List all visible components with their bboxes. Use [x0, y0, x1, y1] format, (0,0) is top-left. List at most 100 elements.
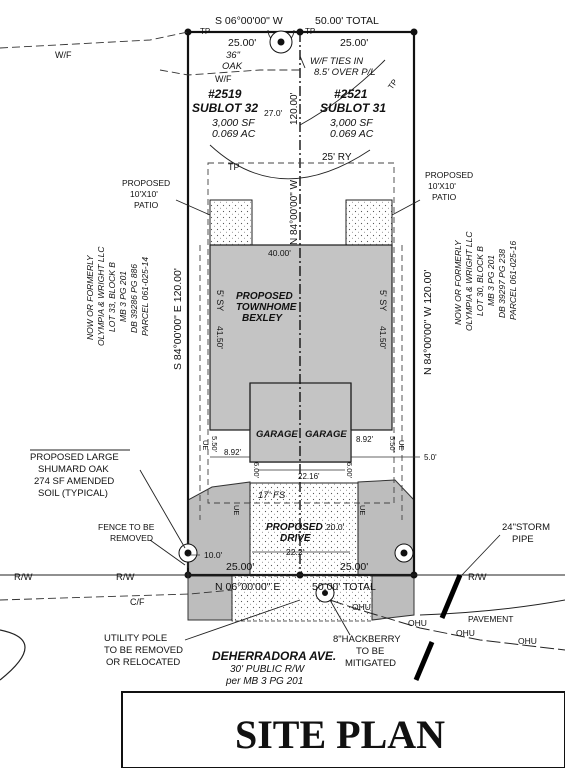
- tree-symbols: [178, 30, 414, 603]
- lot-31-address: #2521: [334, 87, 368, 101]
- lot-31-labels: #2521 SUBLOT 31 3,000 SF 0.069 AC: [320, 87, 386, 140]
- sy-right: 5' SY: [378, 290, 388, 311]
- pavement-label: PAVEMENT: [468, 614, 514, 624]
- townhome-line-3: BEXLEY: [242, 313, 283, 324]
- lot-32-labels: #2519 SUBLOT 32 3,000 SF 0.069 AC: [192, 87, 258, 140]
- patio-right: [345, 199, 393, 246]
- ue-left: UE: [201, 440, 210, 450]
- oak-size: 36": [226, 50, 241, 61]
- lot-31-area-sf: 3,000 SF: [330, 117, 373, 129]
- ue-drive-right: UE: [358, 505, 367, 515]
- storm-1: 24"STORM: [502, 522, 550, 533]
- dimension-lines: [188, 456, 420, 556]
- depth-right: 41.50': [378, 326, 388, 349]
- lot-32-area-sf: 3,000 SF: [212, 117, 255, 129]
- setback-lines: [199, 162, 403, 520]
- pole-label: UTILITY POLE TO BE REMOVED OR RELOCATED: [104, 633, 183, 668]
- owner-left-2: OLYMPIA & WRIGHT LLC: [96, 246, 106, 346]
- ohu-2: OHU: [408, 618, 427, 628]
- street-mb: per MB 3 PG 201: [225, 676, 303, 687]
- north-bearing: S 06°00'00" W: [215, 15, 283, 27]
- pole-3: OR RELOCATED: [106, 657, 180, 668]
- center-bearing: N 84°00'00" W: [289, 179, 300, 245]
- owner-right-3: LOT 30, BLOCK B: [475, 246, 485, 316]
- townhome-line-1: PROPOSED: [236, 291, 293, 302]
- center-line-labels: 120.00' N 84°00'00" W: [289, 92, 300, 245]
- hackberry-2: TO BE: [356, 646, 384, 657]
- lot-boundaries: [184, 28, 418, 579]
- patio-left-line-3: PATIO: [134, 200, 159, 210]
- street-name: DEHERRADORA AVE.: [212, 649, 336, 663]
- rw-1: R/W: [14, 572, 33, 583]
- patio-right-line-3: PATIO: [432, 192, 457, 202]
- owner-left-label: NOW OR FORMERLY OLYMPIA & WRIGHT LLC LOT…: [85, 246, 150, 346]
- fence-2: REMOVED: [110, 533, 153, 543]
- lot-32-sublot: SUBLOT 32: [192, 101, 258, 115]
- wf-ties-2: 8.5' OVER P/L: [314, 67, 375, 78]
- south-total: 50.00' TOTAL: [312, 581, 376, 593]
- garage-right: GARAGE: [305, 429, 347, 440]
- west-bearing: S 84°00'00" E 120.00': [172, 268, 184, 370]
- ohu-3: OHU: [456, 628, 475, 638]
- garage-depth-right: 6.00': [345, 462, 354, 479]
- south-line-labels: 25.00' 25.00' N 06°00'00" E 50.00' TOTAL: [215, 561, 376, 593]
- patio-left-label: PROPOSED 10'X10' PATIO: [122, 178, 170, 210]
- ue-width-right: 5.50': [388, 436, 397, 453]
- owner-left-1: NOW OR FORMERLY: [85, 254, 95, 340]
- tp-arc-label: TP: [228, 162, 240, 172]
- owner-right-label: NOW OR FORMERLY OLYMPIA & WRIGHT LLC LOT…: [453, 231, 518, 331]
- patio-right-line-2: 10'X10': [428, 181, 456, 191]
- tp-right-arc: TP: [386, 78, 399, 92]
- owner-right-5: DB 39297 PG 238: [497, 249, 507, 318]
- shumard-label: PROPOSED LARGE SHUMARD OAK 274 SF AMENDE…: [30, 452, 119, 499]
- fence-label: FENCE TO BE REMOVED: [98, 522, 155, 543]
- sy-left: 5' SY: [215, 290, 225, 311]
- lot-31-area-ac: 0.069 AC: [330, 128, 374, 140]
- garage-depth-left: 6.00': [252, 462, 261, 479]
- hackberry-1: 8"HACKBERRY: [333, 634, 401, 645]
- shumard-3: 274 SF AMENDED: [34, 476, 114, 487]
- drive-width: 22.2': [286, 547, 305, 557]
- ue-right: UE: [397, 440, 406, 450]
- title-block: SITE PLAN: [121, 691, 565, 768]
- proposed-townhome: [209, 244, 393, 463]
- bldg-width: 40.00': [268, 248, 291, 258]
- site-plan-title: SITE PLAN: [235, 712, 445, 757]
- ohu-4: OHU: [518, 636, 537, 646]
- wf-label: W/F: [215, 74, 232, 84]
- tp-right-top: TP: [305, 27, 315, 36]
- ue-width-left: 5.50': [210, 436, 219, 453]
- garage-width: 22.16': [298, 472, 320, 481]
- street-label: DEHERRADORA AVE. 30' PUBLIC R/W per MB 3…: [212, 649, 336, 687]
- owner-right-1: NOW OR FORMERLY: [453, 239, 463, 325]
- depth-left: 41.50': [215, 326, 225, 349]
- leader-lines: [30, 55, 421, 641]
- owner-left-3: LOT 33, BLOCK B: [107, 262, 117, 332]
- drive-labels: PROPOSED DRIVE 20.0' 22.2' 10.0' UE UE: [204, 505, 367, 560]
- storm-label: 24"STORM PIPE: [502, 522, 550, 545]
- center-dist: 120.00': [289, 92, 300, 125]
- pole-1: UTILITY POLE: [104, 633, 167, 644]
- lot-width-se: 25.00': [340, 561, 368, 573]
- patio-left-line-2: 10'X10': [130, 189, 158, 199]
- street-row: 30' PUBLIC R/W: [230, 664, 306, 675]
- south-bearing: N 06°00'00" E: [215, 581, 280, 593]
- storm-2: PIPE: [512, 534, 534, 545]
- patio-right-label: PROPOSED 10'X10' PATIO: [425, 170, 473, 202]
- hackberry-3: MITIGATED: [345, 658, 396, 669]
- owner-right-6: PARCEL 061-025-16: [508, 241, 518, 320]
- street-line-labels: R/W R/W R/W C/F OHU OHU OHU OHU PAVEMENT: [14, 572, 537, 646]
- pole-2: TO BE REMOVED: [104, 645, 183, 656]
- owner-right-4: MB 3 PG 201: [486, 255, 496, 306]
- offset-left: 8.92': [224, 448, 242, 457]
- lot-32-area-ac: 0.069 AC: [212, 128, 256, 140]
- north-line-labels: S 06°00'00" W 50.00' TOTAL 25.00' 25.00'…: [200, 15, 379, 49]
- offset-5: 5.0': [424, 453, 437, 462]
- proposed-drive: [231, 482, 373, 622]
- garage-left: GARAGE: [256, 429, 298, 440]
- lot-31-sublot: SUBLOT 31: [320, 101, 386, 115]
- offset-right: 8.92': [356, 435, 374, 444]
- owner-right-2: OLYMPIA & WRIGHT LLC: [464, 231, 474, 331]
- lot-width-nw: 25.00': [228, 37, 256, 49]
